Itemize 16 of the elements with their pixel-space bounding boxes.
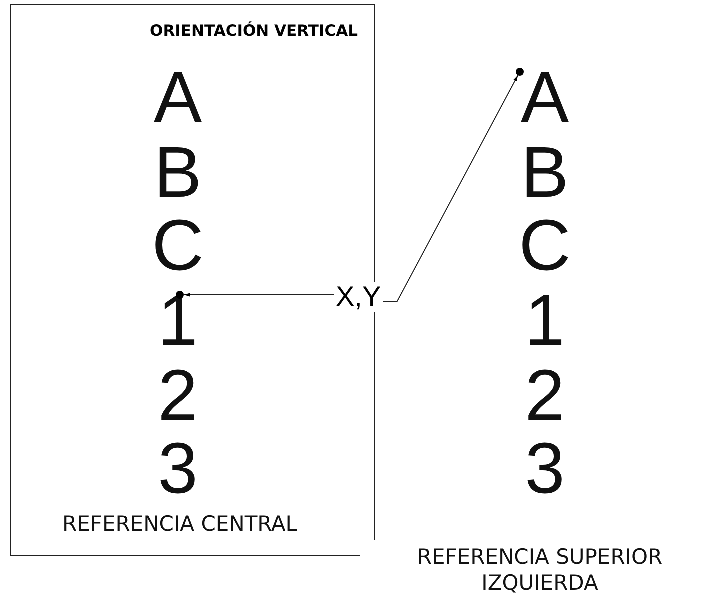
letter-glyph: B xyxy=(152,137,204,209)
letter-glyph: C xyxy=(151,210,205,282)
letter-glyph: 2 xyxy=(524,360,566,432)
leader-line xyxy=(184,293,334,297)
letter-glyph: 3 xyxy=(524,433,566,505)
letter-glyph: 1 xyxy=(524,285,566,357)
leader-line xyxy=(382,75,519,302)
letter-glyph: 1 xyxy=(156,285,200,357)
label-text: X,Y xyxy=(334,282,384,312)
letter-glyph: 3 xyxy=(156,433,200,505)
letter-glyph: A xyxy=(152,62,204,134)
letter-glyph: B xyxy=(520,137,570,209)
title-text: ORIENTACIÓN VERTICAL xyxy=(149,22,359,40)
letter-glyph: C xyxy=(518,210,572,282)
letter-glyph: A xyxy=(520,62,570,134)
letter-glyph: 2 xyxy=(156,360,200,432)
